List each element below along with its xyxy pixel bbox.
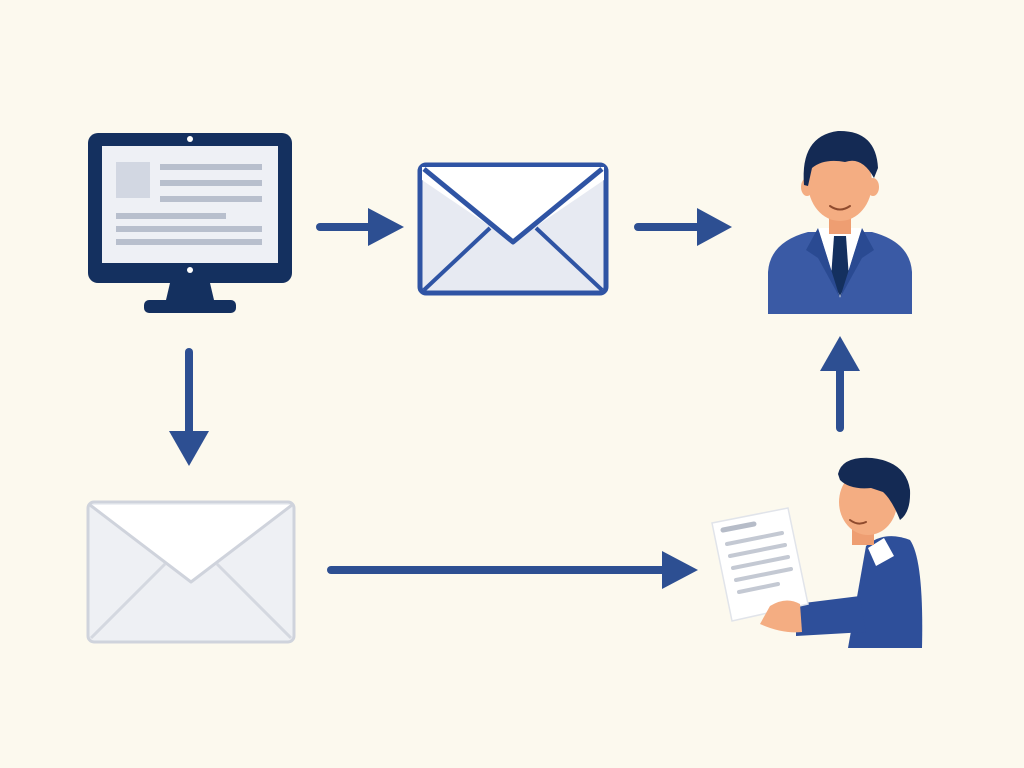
businessman-avatar-icon xyxy=(768,130,912,314)
email-envelope-icon xyxy=(417,162,609,296)
computer-monitor-icon xyxy=(88,133,292,313)
unsent-envelope-icon xyxy=(86,500,296,644)
person-reading-document-icon xyxy=(711,457,923,648)
arrow-computer-to-draft xyxy=(169,348,209,466)
arrow-email-to-recipient xyxy=(634,208,732,246)
arrow-reader-to-recipient xyxy=(820,336,860,432)
arrow-computer-to-email xyxy=(316,208,404,246)
document-icon xyxy=(711,507,809,622)
arrow-draft-to-reader xyxy=(327,551,698,589)
